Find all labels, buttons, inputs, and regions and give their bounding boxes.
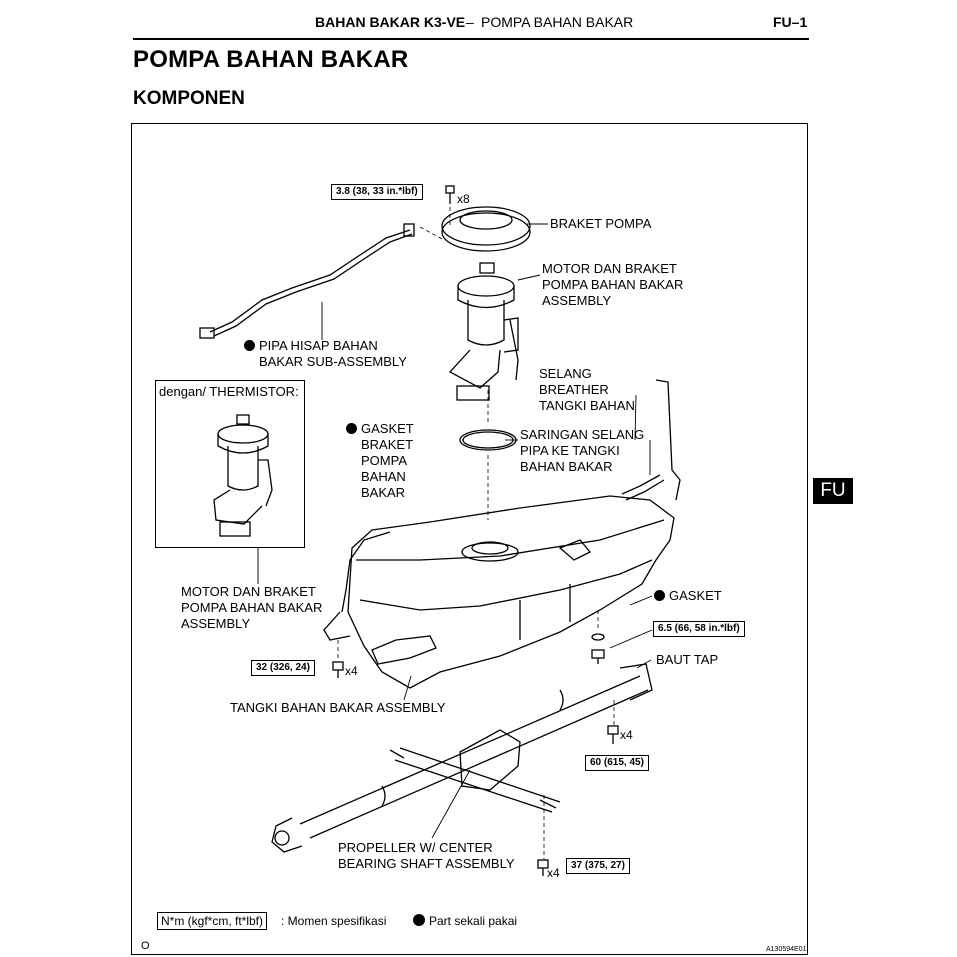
footer-left-mark: O <box>141 940 150 952</box>
bearing-bolt-art <box>537 859 549 876</box>
assembly-dash-lines <box>337 200 615 860</box>
label-baut-tap: BAUT TAP <box>656 652 719 667</box>
label-propeller: PROPELLER W/ CENTER BEARING SHAFT ASSEMB… <box>338 840 515 871</box>
torque-spec-bearing: 37 (375, 27) <box>566 858 630 874</box>
label-pipa-hisap-text: PIPA HISAP BAHAN BAKAR SUB-ASSEMBLY <box>259 338 407 369</box>
label-pipa-hisap: PIPA HISAP BAHAN BAKAR SUB-ASSEMBLY <box>244 338 407 370</box>
label-gasket: GASKET <box>654 588 722 604</box>
figure-id: A130594E01 <box>766 946 807 953</box>
pump-bracket-art <box>441 206 531 252</box>
label-selang-breather: SELANG BREATHER TANGKI BAHAN <box>539 366 635 413</box>
header-section: BAHAN BAKAR K3-VE <box>315 14 466 30</box>
legend-unit-box: N*m (kgf*cm, ft*lbf) <box>157 912 268 930</box>
legend-bullet-icon <box>413 914 425 926</box>
propeller-shaft-art <box>271 663 653 853</box>
label-braket-pompa: BRAKET POMPA <box>550 216 652 231</box>
qty-bearing-bolts: x4 <box>547 866 560 880</box>
breather-hose-art <box>621 379 681 501</box>
torque-spec-pump: 3.8 (38, 33 in.*lbf) <box>331 184 423 200</box>
qty-tank-bolts: x4 <box>345 664 358 678</box>
label-motor-assembly: MOTOR DAN BRAKET POMPA BAHAN BAKAR ASSEM… <box>542 261 684 308</box>
thermistor-inset <box>155 380 305 548</box>
legend-bullet-text: Part sekali pakai <box>429 914 518 928</box>
header-rule <box>133 38 809 40</box>
drain-plug-art <box>591 633 605 664</box>
label-gasket-braket: GASKET BRAKET POMPA BAHAN BAKAR <box>346 421 414 501</box>
label-gasket-braket-text: GASKET BRAKET POMPA BAHAN BAKAR <box>361 421 414 500</box>
header-separator: – <box>466 14 474 30</box>
page-subtitle: KOMPONEN <box>133 88 245 109</box>
diagram-frame <box>131 123 808 955</box>
shaft-bolt-art <box>607 725 619 744</box>
inset-title: dengan/ THERMISTOR: <box>159 384 299 399</box>
inset-pump-art <box>213 414 273 537</box>
fuel-tank-art <box>323 495 675 689</box>
tank-bolt-art <box>332 661 344 678</box>
label-gasket-text: GASKET <box>669 588 722 603</box>
pump-bolt-art <box>445 185 455 204</box>
section-tab: FU <box>813 478 853 504</box>
gasket-ring-art <box>459 429 517 451</box>
header-topic: POMPA BAHAN BAKAR <box>481 14 634 30</box>
fuel-pump-art <box>448 262 519 401</box>
label-saringan-selang: SARINGAN SELANG PIPA KE TANGKI BAHAN BAK… <box>520 427 645 474</box>
legend-unit-text: : Momen spesifikasi <box>281 914 387 928</box>
torque-spec-drain: 6.5 (66, 58 in.*lbf) <box>653 621 745 637</box>
torque-spec-tank: 32 (326, 24) <box>251 660 315 676</box>
leader-lines <box>257 223 653 839</box>
qty-pump-bolts: x8 <box>457 192 470 206</box>
torque-spec-shaft: 60 (615, 45) <box>585 755 649 771</box>
label-motor-assembly-inset: MOTOR DAN BRAKET POMPA BAHAN BAKAR ASSEM… <box>181 584 323 631</box>
suction-pipe-art <box>199 223 415 339</box>
page-code: FU–1 <box>773 14 808 30</box>
qty-shaft-bolts: x4 <box>620 728 633 742</box>
label-tangki: TANGKI BAHAN BAKAR ASSEMBLY <box>230 700 446 715</box>
page-title: POMPA BAHAN BAKAR <box>133 46 409 73</box>
